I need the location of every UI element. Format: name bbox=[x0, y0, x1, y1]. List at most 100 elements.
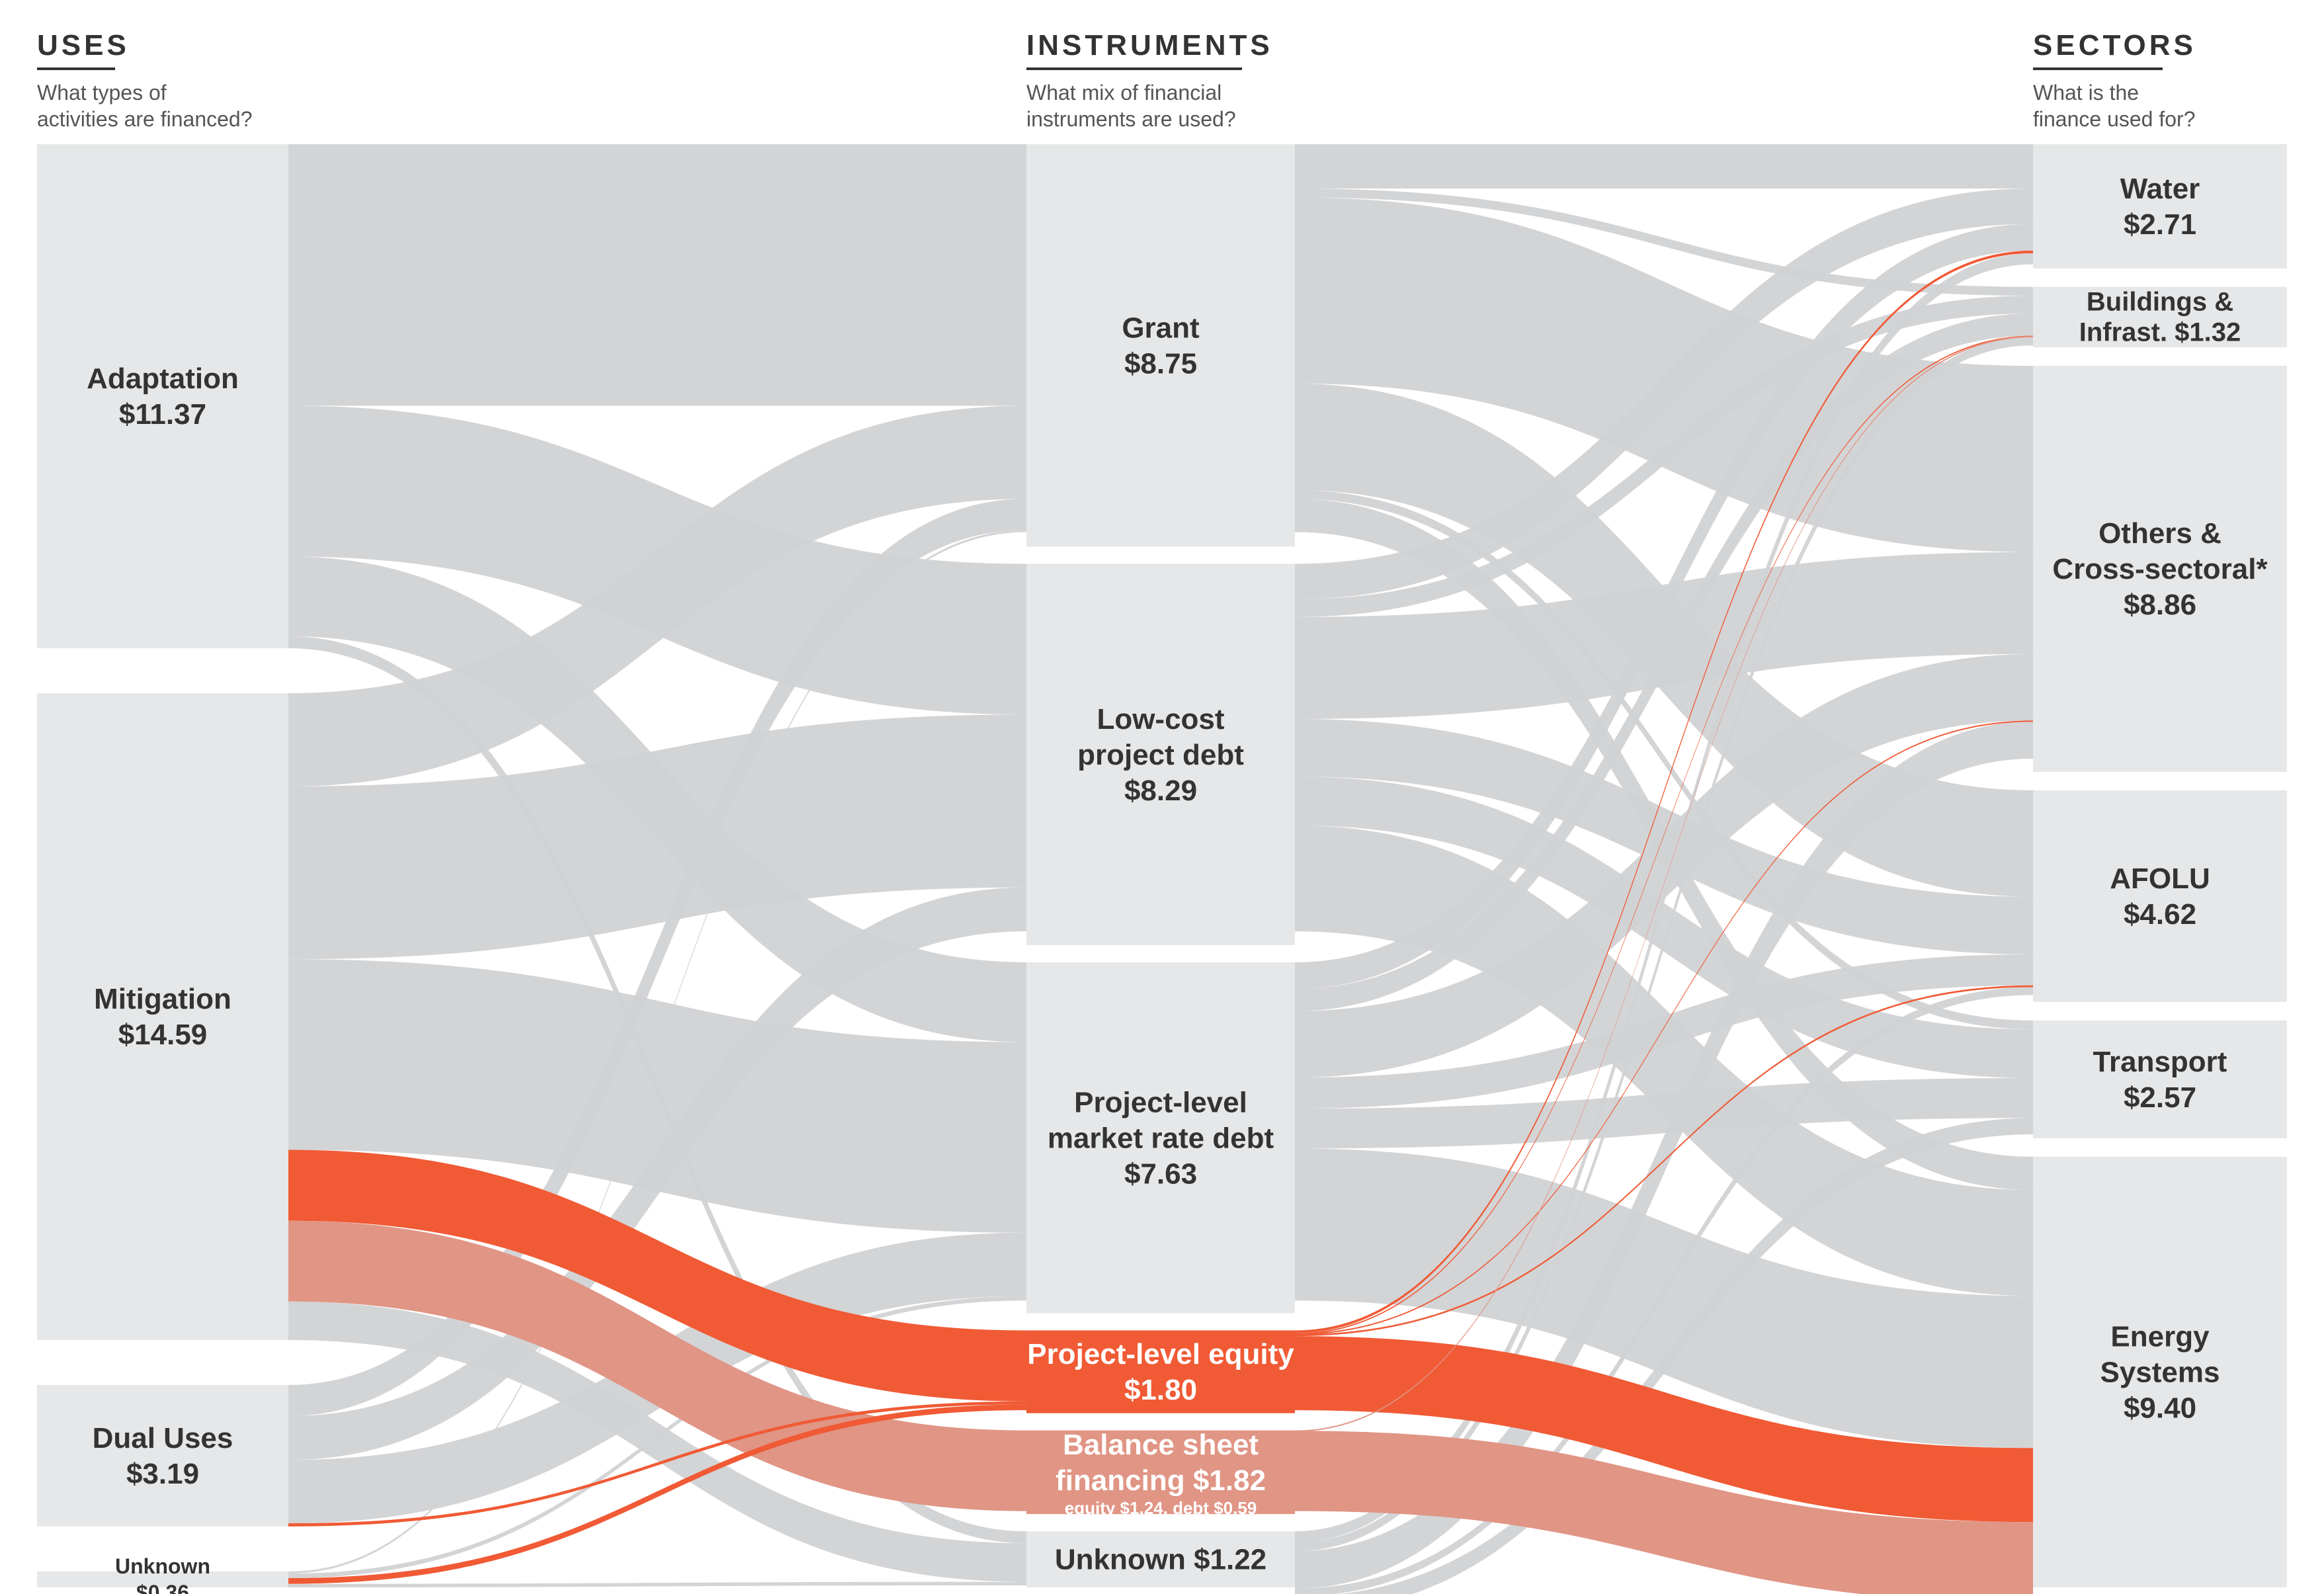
flow-mitigation-to-lowcost bbox=[288, 714, 1026, 960]
label-lowcost-line-0: Low-cost bbox=[1097, 703, 1224, 735]
uses-title: USES bbox=[37, 29, 130, 62]
uses-question: What types of activities are financed? bbox=[37, 81, 253, 131]
label-market-line-2: $7.63 bbox=[1124, 1157, 1197, 1190]
flow-grant-to-others bbox=[1295, 197, 2033, 552]
node-lowcost[interactable] bbox=[1026, 564, 1295, 945]
label-grant-line-0: Grant bbox=[1122, 312, 1200, 344]
flow-mitigation-to-grant bbox=[288, 405, 1026, 786]
flow-mitigation-to-market bbox=[288, 959, 1026, 1233]
node-mitigation[interactable] bbox=[37, 693, 288, 1341]
flow-market-to-energy bbox=[1295, 1148, 2033, 1448]
flow-unknown-inst-to-buildings bbox=[1295, 336, 2033, 1552]
flow-mitigation-to-balance bbox=[288, 1220, 1026, 1511]
label-others-line-2: $8.86 bbox=[2124, 589, 2196, 621]
label-equity-line-1: $1.80 bbox=[1124, 1374, 1197, 1406]
flow-equity-to-afolu bbox=[1295, 985, 2033, 1337]
flow-unknown-inst-to-others bbox=[1295, 721, 2033, 1589]
node-dual[interactable] bbox=[37, 1385, 288, 1527]
node-energy[interactable] bbox=[2033, 1156, 2287, 1587]
label-transport-line-0: Transport bbox=[2093, 1046, 2227, 1078]
node-buildings[interactable] bbox=[2033, 286, 2287, 348]
flow-unknown-inst-to-water bbox=[1295, 253, 2033, 1542]
flow-equity-to-others bbox=[1295, 720, 2033, 1335]
label-unknown-use-line-0: Unknown bbox=[115, 1554, 210, 1578]
node-unknown-inst[interactable] bbox=[1026, 1531, 1295, 1587]
label-market-line-1: market rate debt bbox=[1048, 1122, 1274, 1154]
flow-unknown-use-to-market bbox=[288, 1296, 1026, 1578]
instruments-question: What mix of financial instruments are us… bbox=[1026, 81, 1236, 131]
label-dual-line-1: $3.19 bbox=[126, 1458, 199, 1490]
label-buildings-line-1: Infrast. $1.32 bbox=[2079, 317, 2241, 347]
label-balance-sublabel: equity $1.24, debt $0.59 bbox=[1065, 1498, 1257, 1518]
flow-grant-to-water bbox=[1295, 144, 2033, 189]
uses-title-rule bbox=[37, 67, 115, 70]
node-water[interactable] bbox=[2033, 144, 2287, 269]
instruments-column-header: INSTRUMENTS What mix of financial instru… bbox=[1026, 29, 1273, 132]
flow-dual-to-equity bbox=[288, 1401, 1026, 1527]
label-afolu-line-1: $4.62 bbox=[2124, 898, 2196, 931]
flow-market-to-others bbox=[1295, 653, 2033, 1078]
flow-grant-to-transport bbox=[1295, 489, 2033, 1030]
node-adaptation[interactable] bbox=[37, 144, 288, 649]
label-market-line-0: Project-level bbox=[1074, 1086, 1247, 1118]
label-lowcost-line-2: $8.29 bbox=[1124, 775, 1197, 807]
label-afolu-line-0: AFOLU bbox=[2110, 862, 2210, 895]
flow-mitigation-to-unknown-inst bbox=[288, 1301, 1026, 1582]
node-balance[interactable] bbox=[1026, 1430, 1295, 1515]
flow-unknown-use-to-grant bbox=[288, 530, 1026, 1574]
label-equity-line-0: Project-level equity bbox=[1027, 1338, 1294, 1370]
sectors-title-rule bbox=[2033, 67, 2163, 70]
label-balance-line-0: Balance sheet bbox=[1063, 1429, 1259, 1461]
node-grant[interactable] bbox=[1026, 144, 1295, 547]
node-transport[interactable] bbox=[2033, 1020, 2287, 1138]
label-energy-line-0: Energy bbox=[2110, 1321, 2210, 1353]
label-others-line-0: Others & bbox=[2098, 517, 2221, 550]
label-energy-line-2: $9.40 bbox=[2124, 1392, 2196, 1425]
label-adaptation-line-1: $11.37 bbox=[119, 398, 206, 431]
label-grant-line-1: $8.75 bbox=[1124, 347, 1197, 380]
node-afolu[interactable] bbox=[2033, 790, 2287, 1002]
instruments-title: INSTRUMENTS bbox=[1026, 29, 1273, 62]
flow-mitigation-to-equity bbox=[288, 1150, 1026, 1402]
flow-market-to-afolu bbox=[1295, 954, 2033, 1109]
label-transport-line-1: $2.57 bbox=[2124, 1081, 2196, 1114]
flow-equity-to-water bbox=[1295, 250, 2033, 1333]
node-equity[interactable] bbox=[1026, 1330, 1295, 1413]
flow-dual-to-grant bbox=[288, 499, 1026, 1416]
flows-layer bbox=[288, 144, 2033, 1594]
flow-lowcost-to-water bbox=[1295, 189, 2033, 600]
uses-column-header: USES What types of activities are financ… bbox=[37, 29, 253, 132]
label-lowcost-line-1: project debt bbox=[1077, 739, 1244, 771]
label-unknown-use-line-1: $0.36 bbox=[136, 1581, 189, 1594]
nodes-layer bbox=[37, 144, 2287, 1587]
label-buildings-line-0: Buildings & bbox=[2087, 287, 2233, 316]
label-adaptation-line-0: Adaptation bbox=[87, 362, 239, 395]
flow-unknown-use-to-equity bbox=[288, 1404, 1026, 1584]
label-balance-line-1: financing $1.82 bbox=[1056, 1464, 1266, 1497]
flow-dual-to-lowcost bbox=[288, 887, 1026, 1460]
label-energy-line-1: Systems bbox=[2100, 1357, 2220, 1389]
flow-balance-to-energy bbox=[1295, 1431, 2033, 1594]
flow-market-to-buildings bbox=[1295, 313, 2033, 1011]
flow-lowcost-to-others bbox=[1295, 552, 2033, 720]
flow-market-to-water bbox=[1295, 224, 2033, 989]
flow-grant-to-buildings bbox=[1295, 189, 2033, 296]
instruments-title-rule bbox=[1026, 67, 1242, 70]
flow-market-to-transport bbox=[1295, 1078, 2033, 1149]
label-dual-line-0: Dual Uses bbox=[93, 1422, 233, 1454]
sectors-question: What is the finance used for? bbox=[2033, 81, 2196, 131]
flow-lowcost-to-transport bbox=[1295, 776, 2033, 1079]
node-unknown-use[interactable] bbox=[37, 1571, 288, 1587]
flow-equity-to-buildings bbox=[1295, 335, 2033, 1335]
sectors-column-header: SECTORS What is the finance used for? bbox=[2033, 29, 2196, 132]
node-market[interactable] bbox=[1026, 962, 1295, 1314]
label-unknown-inst-line-0: Unknown $1.22 bbox=[1055, 1544, 1266, 1576]
flow-equity-to-energy bbox=[1295, 1336, 2033, 1523]
flow-unknown-use-to-unknown-inst bbox=[288, 1581, 1026, 1587]
node-others[interactable] bbox=[2033, 366, 2287, 772]
label-water-line-0: Water bbox=[2120, 173, 2200, 205]
label-mitigation-line-0: Mitigation bbox=[94, 983, 231, 1015]
flow-adaptation-to-grant bbox=[288, 144, 1026, 406]
